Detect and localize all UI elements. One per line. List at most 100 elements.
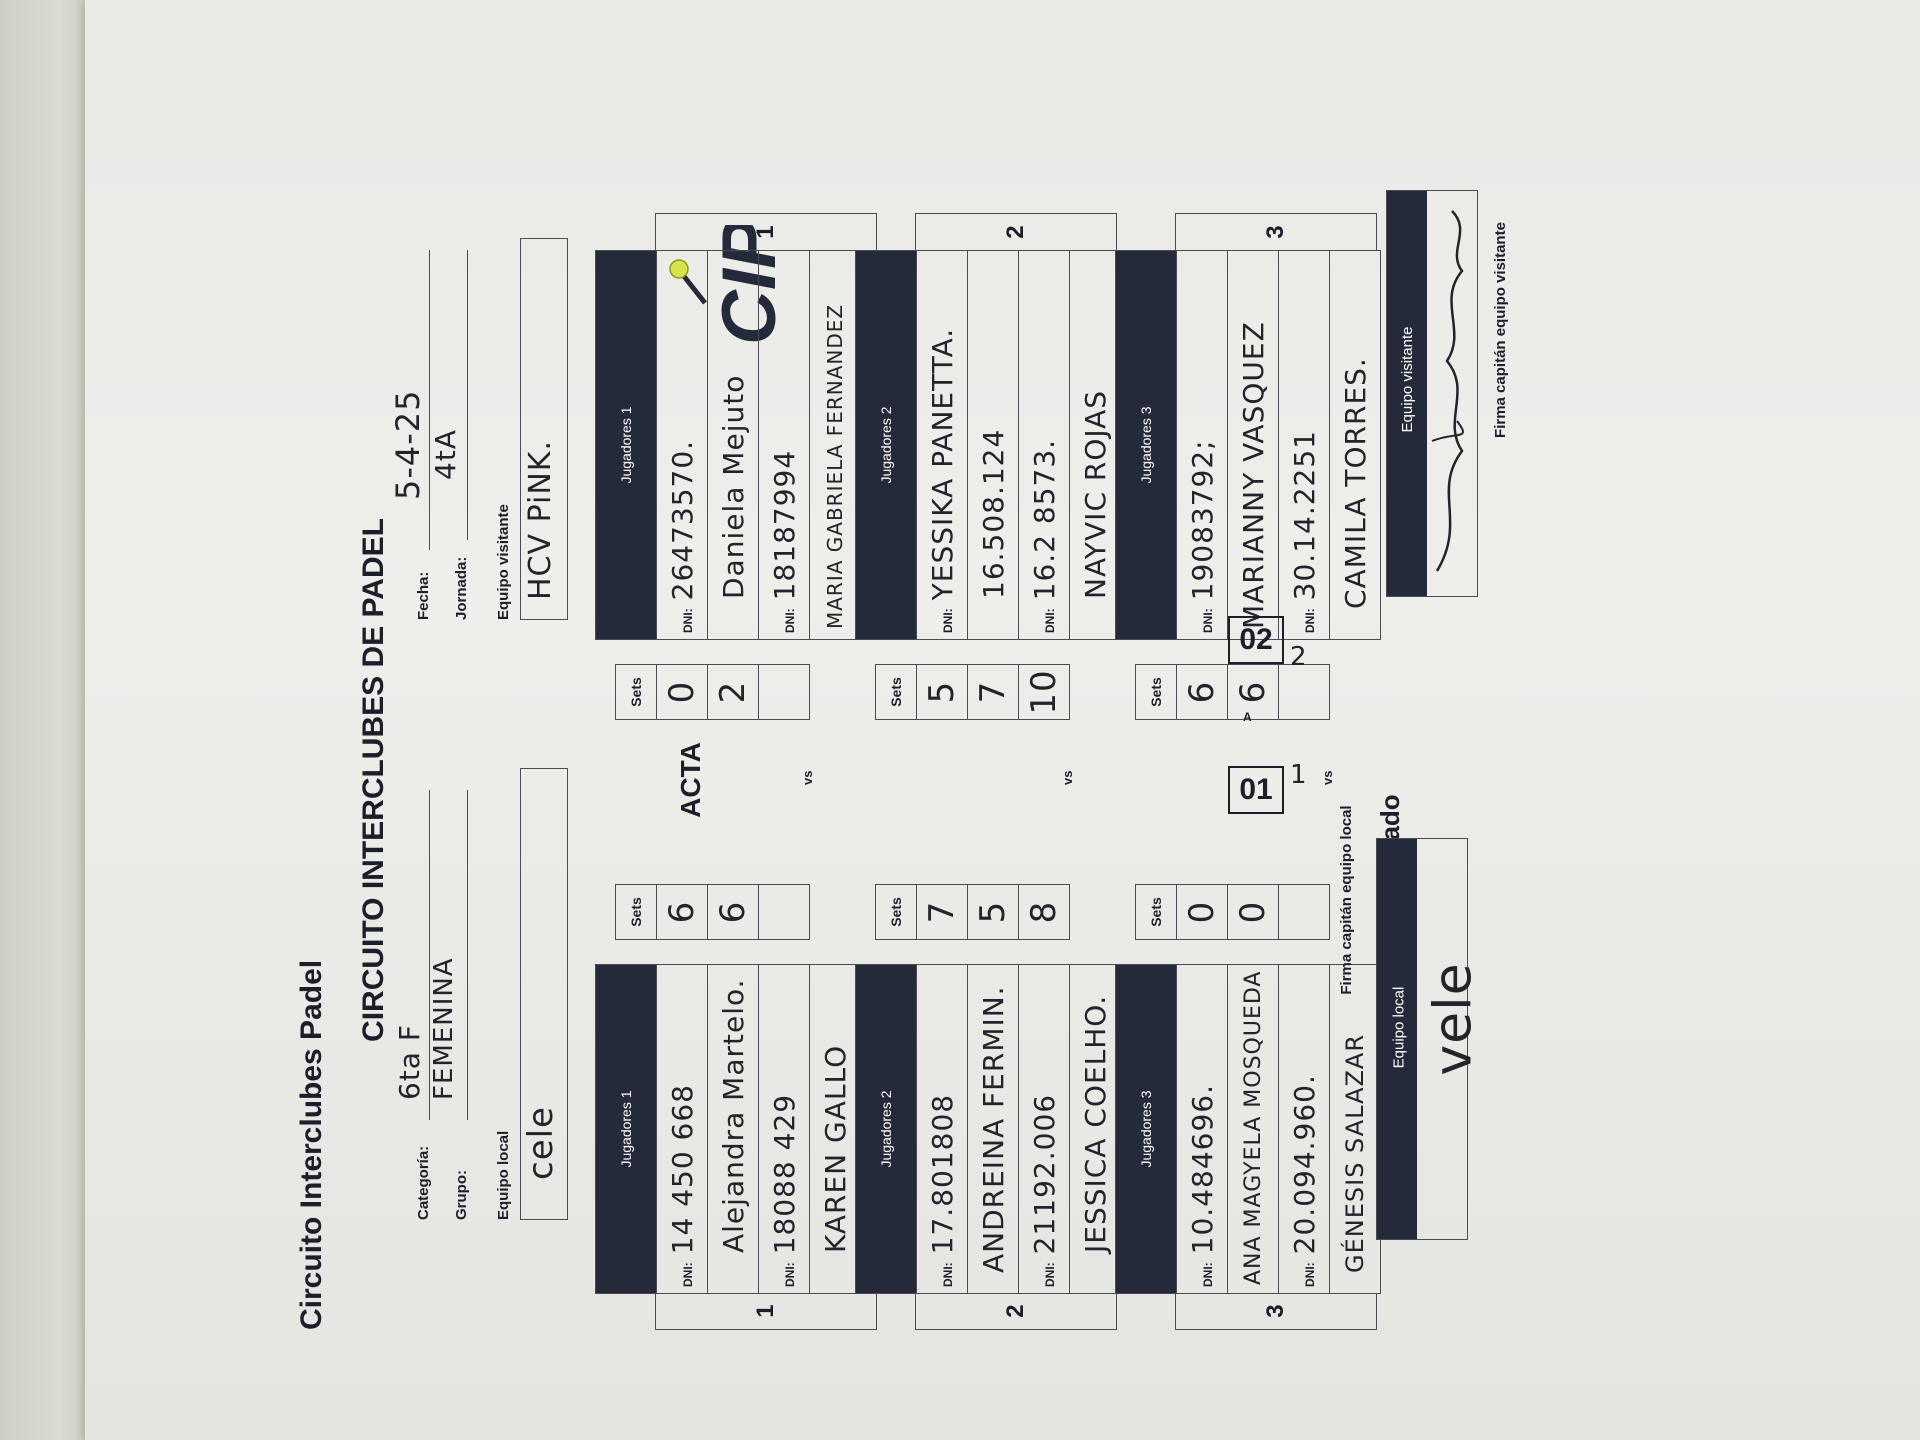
equipo-local-value: cele [521, 1106, 561, 1180]
resultado-local-score: 01 [1228, 766, 1284, 814]
match-2-local-sets: Sets 7 5 8 [875, 884, 1070, 940]
match-3-visit-name-2: CAMILA TORRES. [1338, 357, 1372, 609]
dni-label: DNI: [680, 1262, 695, 1287]
match-3-visit-dni-1: 19083792; [1185, 439, 1219, 601]
match-3-visit-dni-2: 30.14.2251 [1287, 430, 1321, 601]
cip-logo: CIP [665, 218, 815, 365]
match-2-visit-header: Jugadores 2 [855, 250, 917, 640]
match-2-visit-dni-2: 16.2 8573. [1027, 438, 1061, 601]
match-1-local-set-2: 6 [707, 884, 759, 940]
firma-visitante-caption: Firma capitán equipo visitante [1492, 222, 1509, 438]
fecha-label: Fecha: [415, 571, 432, 620]
firma-local-caption: Firma capitán equipo local [1338, 805, 1355, 995]
match-3-number: 3 [1175, 1293, 1377, 1330]
sets-label: Sets [1135, 664, 1177, 720]
resultado-visit-hand: 2 [1290, 642, 1308, 672]
firma-visitante-box: Equipo visitante [1386, 190, 1478, 597]
dni-label: DNI: [1302, 608, 1317, 633]
match-2-local-set-2: 5 [967, 884, 1019, 940]
match-1-visit-name-1: Daniela Mejuto [716, 374, 750, 599]
match-3-local-dni-2: 20.094.960. [1287, 1074, 1321, 1255]
match-1-local-set-3 [758, 884, 810, 940]
jornada-value: 4tA [429, 429, 462, 480]
match-2-visit-table: Jugadores 2 DNI: YESSIKA PANETTA. 16.508.… [855, 250, 1121, 640]
match-3-visit-set-1: 6 [1176, 664, 1228, 720]
match-3-number-right: 3 [1175, 213, 1377, 250]
match-2-visit-dni-1: YESSIKA PANETTA. [925, 327, 959, 601]
firma-local-header-bar [1377, 839, 1417, 1239]
match-3-local-set-1: 0 [1176, 884, 1228, 940]
match-2-local-set-1: 7 [916, 884, 968, 940]
acta-form: Circuito Interclubes Padel CIRCUITO INTE… [295, 0, 1405, 1340]
match-2-visit-set-2: 7 [967, 664, 1019, 720]
firma-visitante-header-bar [1387, 191, 1427, 596]
dni-label: DNI: [940, 1262, 955, 1287]
match-1-local-header: Jugadores 1 [595, 964, 657, 1294]
match-1-number: 1 [655, 1293, 877, 1330]
match-2-visit-name-1: 16.508.124 [976, 428, 1010, 599]
match-3-local-name-2: GÉNESIS SALAZAR [1341, 1033, 1369, 1273]
match-3-visit-set-2: 6 [1227, 664, 1279, 720]
match-2-local-name-1: ANDREINA FERMIN. [976, 985, 1010, 1273]
jornada-label: Jornada: [453, 556, 470, 620]
match-3-visit-header: Jugadores 3 [1115, 250, 1177, 640]
match-1-visit-table: Jugadores 1 DNI:26473570. Daniela Mejuto… [595, 250, 861, 640]
match-2-local-name-2: JESSICA COELHO. [1078, 994, 1112, 1253]
match-1-visit-set-3 [758, 664, 810, 720]
resultado-visit-score: 02 [1228, 616, 1284, 664]
match-1-visit-header: Jugadores 1 [595, 250, 657, 640]
grupo-value: FEMENINA [429, 957, 459, 1100]
match-2-visit-name-2: NAYVIC ROJAS [1078, 389, 1112, 599]
sets-label: Sets [1135, 884, 1177, 940]
match-3-local-dni-1: 10.484696. [1185, 1084, 1219, 1255]
match-2-visit-set-1: 5 [916, 664, 968, 720]
match-3-vs: vs [1320, 770, 1335, 785]
match-1-number-right: 1 [655, 213, 877, 250]
match-2-number: 2 [915, 1293, 1117, 1330]
match-1-visit-sets: Sets 0 2 [615, 664, 810, 720]
match-3-local-set-3 [1278, 884, 1330, 940]
dni-label: DNI: [1302, 1262, 1317, 1287]
dni-label: DNI: [1200, 608, 1215, 633]
match-2-visit-sets: Sets 5 7 10 [875, 664, 1070, 720]
dni-label: DNI: [1042, 1262, 1057, 1287]
match-3-local-sets: Sets 0 0 [1135, 884, 1330, 940]
equipo-local-label: Equipo local [495, 1130, 512, 1220]
logo-text: CIP [707, 225, 792, 345]
sets-label: Sets [615, 664, 657, 720]
match-3-visit-set-3 [1278, 664, 1330, 720]
match-2-local-dni-2: 21192.006 [1027, 1093, 1061, 1255]
jornada-line [435, 250, 468, 540]
match-1-visit-set-1: 0 [656, 664, 708, 720]
resultado-local-hand: 1 [1290, 760, 1308, 790]
match-1-local-set-1: 6 [656, 884, 708, 940]
match-1-visit-name-2: MARIA GABRIELA FERNANDEZ [823, 303, 847, 629]
dni-label: DNI: [782, 608, 797, 633]
firma-local-box: Equipo local vele [1376, 838, 1484, 1240]
match-1-local-sets: Sets 6 6 [615, 884, 810, 940]
dni-label: DNI: [1200, 1262, 1215, 1287]
match-2-local-set-3: 8 [1018, 884, 1070, 940]
match-2-visit-set-3: 10 [1018, 664, 1070, 720]
match-1-local-dni-1: 14 450 668 [665, 1084, 699, 1255]
resultado-separator: A [1243, 710, 1252, 724]
categoria-value: 6ta F [393, 1024, 426, 1100]
form-title: CIRCUITO INTERCLUBES DE PADEL [357, 518, 390, 1042]
match-1-vs: vs [800, 770, 815, 785]
match-1-visit-set-2: 2 [707, 664, 759, 720]
firma-visitante-header: Equipo visitante [1399, 326, 1416, 433]
match-3-local-header: Jugadores 3 [1115, 964, 1177, 1294]
match-2-local-dni-1: 17.801808 [925, 1093, 959, 1255]
match-2-number-right: 2 [915, 213, 1117, 250]
dni-label: DNI: [1042, 608, 1057, 633]
match-2-local-table: Jugadores 2 DNI:17.801808 ANDREINA FERMI… [855, 964, 1121, 1294]
categoria-label: Categoría: [415, 1145, 432, 1220]
match-2-vs: vs [1060, 770, 1075, 785]
paper-sheet: Circuito Interclubes Padel CIRCUITO INTE… [85, 0, 1920, 1440]
match-1-local-table: Jugadores 1 DNI: 14 450 668 Alejandra Mar… [595, 964, 861, 1294]
match-1-local-dni-2: 18088 429 [767, 1093, 801, 1255]
dni-label: DNI: [940, 608, 955, 633]
sets-label: Sets [875, 664, 917, 720]
match-1-local-name-1: Alejandra Martelo. [716, 978, 750, 1253]
dni-label: DNI: [782, 1262, 797, 1287]
